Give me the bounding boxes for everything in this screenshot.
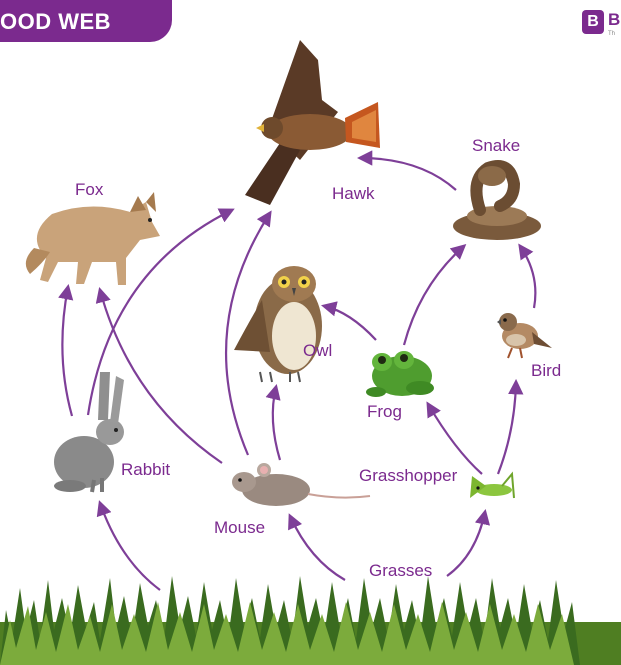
- arrow-grasses-rabbit: [96, 500, 161, 591]
- arrow-rabbit-hawk: [86, 208, 235, 416]
- arrow-grasses-mouse: [288, 513, 346, 581]
- label-frog: Frog: [367, 402, 402, 421]
- brand-mark-icon: B: [582, 10, 604, 34]
- snake-icon: [453, 160, 541, 240]
- brand-wordmark: B: [608, 10, 621, 29]
- arrow-bird-snake: [518, 243, 537, 309]
- fox-icon: [25, 192, 160, 285]
- brand-logo: B B Th: [582, 10, 621, 40]
- label-mouse: Mouse: [214, 518, 266, 537]
- mouse-icon: [232, 463, 371, 506]
- owl-icon: [234, 266, 322, 383]
- arrow-mouse-owl: [265, 384, 282, 461]
- label-fox: Fox: [75, 180, 104, 199]
- grasshopper-icon: [470, 471, 515, 499]
- label-rabbit: Rabbit: [121, 460, 171, 479]
- title-banner: OOD WEB: [0, 0, 172, 42]
- arrow-frog-snake: [402, 243, 467, 346]
- arrow-grasshopper-bird: [496, 378, 524, 475]
- arrow-mouse-hawk: [224, 210, 272, 456]
- bird-icon: [497, 313, 552, 359]
- grasses-icon: [0, 576, 621, 665]
- label-grasses: Grasses: [369, 561, 433, 580]
- frog-icon: [366, 351, 434, 397]
- label-owl: Owl: [303, 341, 333, 360]
- arrow-mouse-fox: [95, 287, 223, 464]
- hawk-icon: [245, 40, 380, 205]
- food-web-arrows: [58, 150, 537, 591]
- arrow-snake-hawk: [356, 150, 457, 191]
- arrow-grasshopper-frog: [426, 401, 483, 475]
- brand-tagline: Th: [608, 31, 616, 37]
- label-grasshopper: Grasshopper: [359, 466, 458, 485]
- label-bird: Bird: [531, 361, 562, 380]
- label-hawk: Hawk: [332, 184, 375, 203]
- page-title: OOD WEB: [0, 9, 112, 34]
- arrow-grasses-grasshopper: [446, 508, 491, 577]
- rabbit-icon: [54, 372, 124, 493]
- arrow-frog-owl: [320, 301, 377, 341]
- arrow-rabbit-fox: [58, 283, 74, 417]
- label-snake: Snake: [472, 136, 521, 155]
